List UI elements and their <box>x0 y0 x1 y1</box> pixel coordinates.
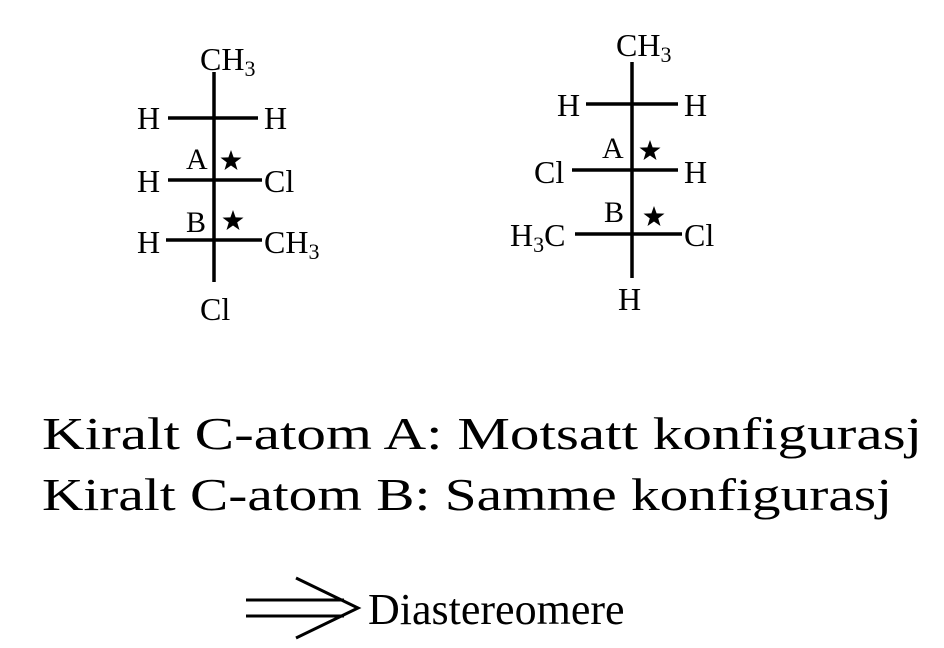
molecule-1-chiral-label-a: A <box>186 143 208 176</box>
molecule-1-bottom-group: Cl <box>200 291 230 327</box>
molecule-2-chiral-star-b <box>643 206 665 226</box>
molecule-2-chiral-label-a: A <box>602 132 624 165</box>
molecule-2-top-group: CH3 <box>616 27 671 67</box>
molecule-1-row3-left: H <box>137 224 160 260</box>
molecule-1-chiral-star-b <box>222 210 244 230</box>
molecule-1-row3-right: CH3 <box>264 224 319 264</box>
molecule-2: CH3 H H Cl H A H3C Cl B H <box>510 27 714 317</box>
molecule-2-row1-right: H <box>684 87 707 123</box>
molecule-1-chiral-label-b: B <box>186 206 206 239</box>
implies-arrow-icon <box>246 576 362 640</box>
molecule-2-row3-left: H3C <box>510 217 565 257</box>
molecule-2-chiral-star-a <box>639 140 661 160</box>
molecule-1-row1-right: H <box>264 100 287 136</box>
molecule-2-row3-right: Cl <box>684 217 714 253</box>
molecule-1-row2-right: Cl <box>264 163 294 199</box>
conclusion-text: Diastereomere <box>368 585 625 634</box>
molecule-2-row2-right: H <box>684 154 707 190</box>
molecule-1: CH3 H H H Cl A H CH3 B Cl <box>137 41 319 327</box>
caption-line-b: Kiralt C-atom B: Samme konfigurasj <box>42 469 892 520</box>
molecule-2-chiral-label-b: B <box>604 196 624 229</box>
molecule-2-row1-left: H <box>557 87 580 123</box>
molecule-1-top-group: CH3 <box>200 41 255 81</box>
molecule-2-bottom-group: H <box>618 281 641 317</box>
molecule-1-row1-left: H <box>137 100 160 136</box>
caption-line-a: Kiralt C-atom A: Motsatt konfigurasj <box>42 408 922 459</box>
molecule-1-row2-left: H <box>137 163 160 199</box>
molecule-1-chiral-star-a <box>220 150 242 170</box>
molecule-2-row2-left: Cl <box>534 154 564 190</box>
